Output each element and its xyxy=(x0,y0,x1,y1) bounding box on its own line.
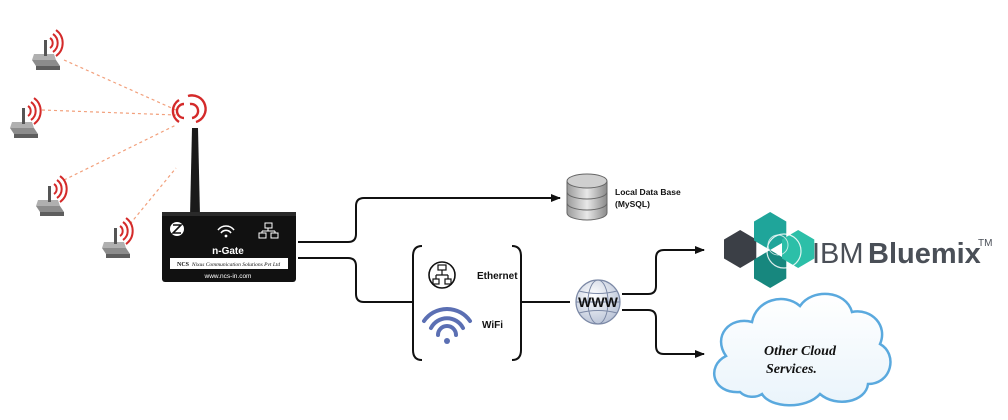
wifi-label: WiFi xyxy=(482,320,503,331)
cloud-icon xyxy=(713,292,892,407)
ethernet-label: Ethernet xyxy=(477,271,518,282)
antenna-signal-icon xyxy=(171,94,207,124)
internet-label: WWW xyxy=(578,294,618,310)
bluemix-brand-name: Bluemix xyxy=(868,238,981,270)
sensor-links xyxy=(41,59,177,225)
device-wifi-icon xyxy=(217,225,235,238)
gateway-company: Nixus Communication Solutions Pvt Ltd xyxy=(191,262,281,268)
bluemix-logo xyxy=(724,212,815,288)
db-link-arrow xyxy=(298,194,561,243)
other-cloud-label: Other Cloud xyxy=(764,344,837,359)
signal-icon xyxy=(27,97,42,125)
zigbee-icon xyxy=(170,222,184,236)
bluemix-trademark: TM xyxy=(978,238,992,249)
other-cloud-link-arrow xyxy=(622,309,705,358)
bluemix-link-arrow xyxy=(622,246,705,295)
database-icon xyxy=(566,173,608,221)
signal-icon xyxy=(53,175,68,203)
sensor-node-icon xyxy=(32,29,64,70)
local-db-label: Local Data Base xyxy=(615,187,681,197)
sensor-node-icon xyxy=(10,97,42,138)
bluemix-brand-ibm: IBM xyxy=(812,238,864,270)
internet-globe-icon xyxy=(575,279,621,325)
gateway-name: n-Gate xyxy=(212,246,244,257)
sensor-node-icon xyxy=(36,175,68,216)
signal-icon xyxy=(119,217,134,245)
ethernet-icon xyxy=(428,261,456,289)
local-db-sublabel: (MySQL) xyxy=(615,199,650,209)
gateway-device: n-Gate NCS Nixus Communication Solutions… xyxy=(162,94,296,282)
cloud-connectors xyxy=(622,246,705,358)
signal-icon xyxy=(49,29,64,57)
gateway-brand-mark: NCS xyxy=(177,262,190,268)
connectivity-link xyxy=(298,257,412,303)
sensor-node-icon xyxy=(102,217,134,258)
other-cloud-sublabel: Services. xyxy=(766,362,817,377)
device-network-icon xyxy=(258,222,279,239)
gateway-connectors xyxy=(298,194,561,303)
connectivity-bracket xyxy=(412,245,522,361)
gateway-url: www.ncs-in.com xyxy=(204,273,252,280)
wifi-icon xyxy=(422,307,472,344)
